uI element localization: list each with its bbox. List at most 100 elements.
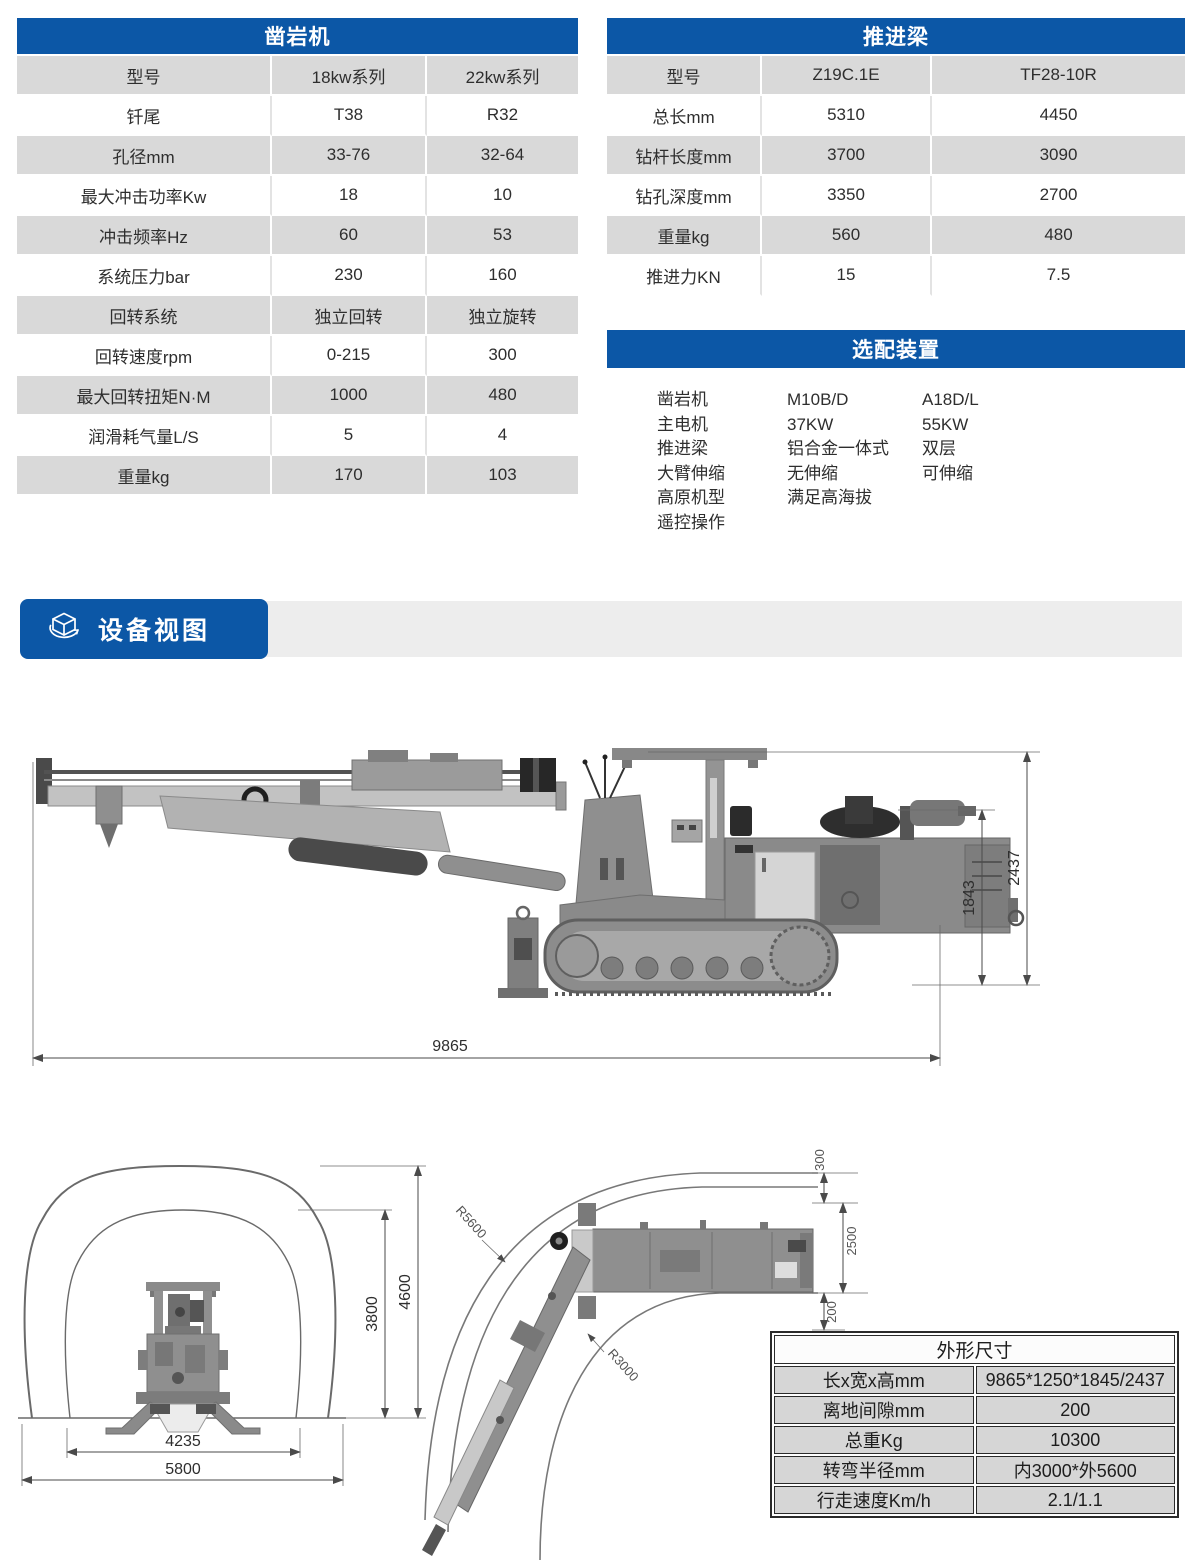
cell: 10300	[975, 1426, 1175, 1454]
option-label: 遥控操作	[657, 512, 725, 532]
cell: 5	[272, 416, 427, 456]
tunnel-inner-width-dimension: 4235	[165, 1433, 201, 1450]
road-width-dimension: 2500	[844, 1227, 859, 1256]
cell: 回转系统	[17, 296, 272, 336]
turning-radius-drawing	[422, 1172, 818, 1561]
cell: 钻杆长度mm	[607, 136, 762, 176]
option-value: 可伸缩	[922, 463, 973, 483]
list-item: 大臂伸缩无伸缩可伸缩	[607, 462, 1185, 487]
cell: 4450	[932, 96, 1185, 136]
banner-title: 设备视图	[98, 617, 211, 645]
feed-beam-table-title: 推进梁	[607, 18, 1185, 56]
inner-radius-label: R3000	[605, 1346, 642, 1385]
outer-radius-label: R5600	[453, 1203, 490, 1242]
cell: 160	[427, 256, 578, 296]
cell: 独立回转	[272, 296, 427, 336]
rotate-3d-icon	[46, 609, 82, 650]
tunnel-section-drawing	[18, 1164, 346, 1435]
cell: 15	[762, 256, 932, 296]
overall-length-dimension: 9865	[432, 1038, 468, 1055]
option-value: 37KW	[787, 414, 834, 434]
table-row: 回转系统独立回转独立旋转	[17, 296, 578, 336]
cell: 回转速度rpm	[17, 336, 272, 376]
option-value: 铝合金一体式	[787, 439, 889, 458]
cell: 独立旋转	[427, 296, 578, 336]
table-row: 外形尺寸	[774, 1335, 1175, 1364]
cell: 重量kg	[17, 456, 272, 496]
cell: 重量kg	[607, 216, 762, 256]
cell: 480	[427, 376, 578, 416]
cell: 总重Kg	[774, 1426, 974, 1454]
option-value	[787, 511, 922, 536]
cell: 170	[272, 456, 427, 496]
cell: 系统压力bar	[17, 256, 272, 296]
option-value: 满足高海拔	[787, 488, 872, 507]
cell: 60	[272, 216, 427, 256]
cell: 行走速度Km/h	[774, 1486, 974, 1514]
cell: 22kw系列	[427, 56, 578, 96]
cell: 冲击频率Hz	[17, 216, 272, 256]
cell: 型号	[607, 56, 762, 96]
cell: 2700	[932, 176, 1185, 216]
cell: 钎尾	[17, 96, 272, 136]
option-value: M10B/D	[787, 390, 849, 409]
option-label: 推进梁	[657, 439, 708, 458]
cell: 最大回转扭矩N·M	[17, 376, 272, 416]
banner-background-band	[265, 601, 1182, 657]
option-value	[922, 511, 1185, 536]
cell: 33-76	[272, 136, 427, 176]
option-label: 主电机	[657, 414, 708, 434]
cell: 53	[427, 216, 578, 256]
cell: 5310	[762, 96, 932, 136]
body-height-dimension: 1843	[961, 880, 978, 916]
cell: 润滑耗气量L/S	[17, 416, 272, 456]
cell: T38	[272, 96, 427, 136]
cell: 230	[272, 256, 427, 296]
top-clearance-dimension: 300	[812, 1149, 827, 1171]
cell: 480	[932, 216, 1185, 256]
list-item: 主电机 37KW 55KW	[607, 413, 1185, 438]
cell: 内3000*外5600	[975, 1456, 1175, 1484]
cell: 3700	[762, 136, 932, 176]
cell: 型号	[17, 56, 272, 96]
cell: 转弯半径mm	[774, 1456, 974, 1484]
option-label: 高原机型	[657, 488, 725, 507]
cell: 3090	[932, 136, 1185, 176]
cell: 200	[975, 1396, 1175, 1424]
side-view-drawing	[36, 748, 1025, 998]
cell: 2.1/1.1	[975, 1486, 1175, 1514]
cell: 4	[427, 416, 578, 456]
cell: 10	[427, 176, 578, 216]
cell: 18kw系列	[272, 56, 427, 96]
cell: 7.5	[932, 256, 1185, 296]
cell: 最大冲击功率Kw	[17, 176, 272, 216]
cell: 推进力KN	[607, 256, 762, 296]
tunnel-section-dimensions: 4235 5800 3800 4600	[21, 1165, 426, 1486]
option-value	[922, 486, 1185, 511]
tunnel-outer-height-dimension: 4600	[397, 1274, 414, 1310]
cell: Z19C.1E	[762, 56, 932, 96]
option-value: 55KW	[922, 414, 969, 434]
side-view-dimensions: 9865 1843 2437	[32, 751, 1040, 1066]
cell: 9865*1250*1845/2437	[975, 1366, 1175, 1394]
cell: 钻孔深度mm	[607, 176, 762, 216]
tunnel-inner-height-dimension: 3800	[364, 1296, 381, 1332]
list-item: 推进梁铝合金一体式双层	[607, 437, 1185, 462]
cell: 1000	[272, 376, 427, 416]
